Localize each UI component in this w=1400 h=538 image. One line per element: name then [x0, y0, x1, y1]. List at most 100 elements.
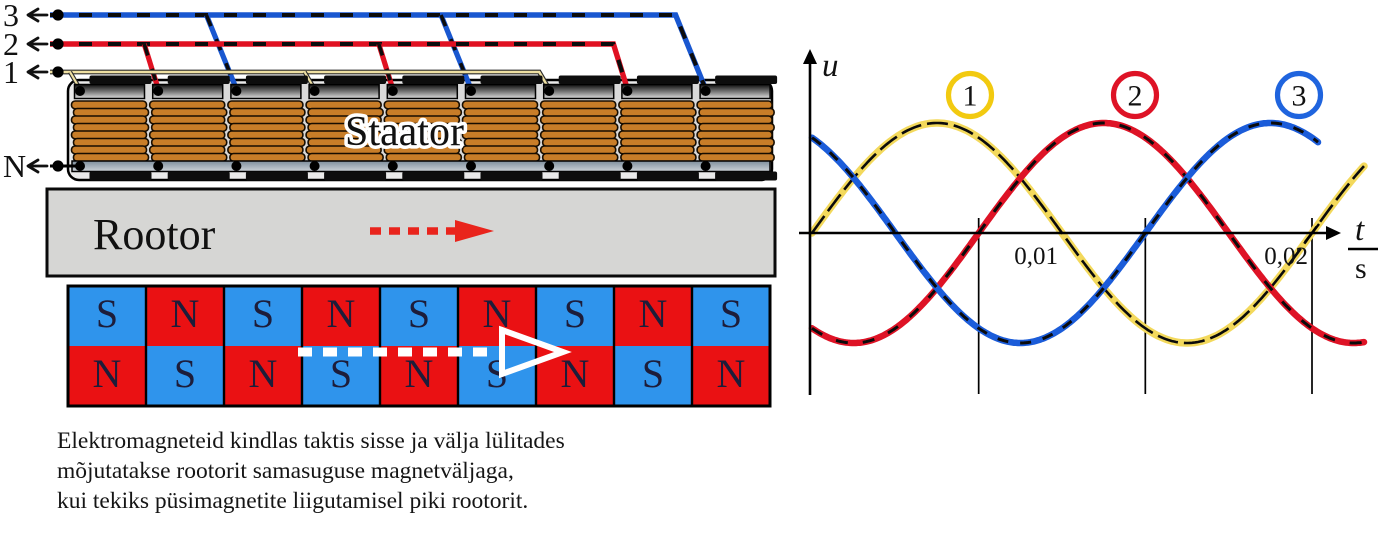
magnet-pole-letter: N	[327, 291, 356, 336]
coil-winding-bar	[463, 152, 541, 163]
field-motion-arrow	[298, 325, 572, 379]
coil-winding-bar	[461, 115, 539, 125]
x-tick-label: 0,02	[1264, 243, 1308, 270]
coil-neutral-dot	[309, 161, 320, 171]
phase-label-1: 1	[3, 54, 19, 90]
phase-bus	[50, 70, 551, 90]
stator-top-cap	[636, 75, 699, 84]
magnet-cell	[380, 286, 458, 346]
stator-coils	[70, 75, 778, 181]
coil-terminal-dot	[75, 86, 85, 96]
coil-terminal-dot	[622, 86, 633, 96]
phase-badge-ring	[1110, 70, 1160, 120]
magnet-cell	[146, 346, 224, 406]
coil-winding-bar	[227, 130, 304, 140]
x-axis-unit-fraction: t s	[1348, 212, 1378, 285]
coil-winding-bar	[461, 145, 539, 155]
coil-top-bar	[621, 83, 693, 100]
coil-winding-bar	[461, 100, 539, 110]
coil-winding-bar	[150, 152, 228, 163]
coil-winding-bar	[696, 100, 773, 110]
coil-winding-bar	[229, 107, 306, 118]
coil-top-bar	[464, 83, 537, 100]
magnet-cell	[302, 286, 380, 346]
coil-winding-bar	[541, 122, 619, 133]
coil-winding-bar	[698, 137, 775, 148]
coil-winding-bar	[72, 137, 150, 148]
phase-label-3: 3	[3, 0, 19, 33]
magnet-pole-letter: N	[639, 291, 668, 336]
coil-winding-bar	[383, 100, 461, 110]
coil-winding-bar	[461, 130, 539, 140]
stator-top-cap	[167, 75, 230, 84]
coil-winding-bar	[539, 130, 617, 140]
coil-winding-bar	[150, 122, 228, 133]
arrowhead-icon	[455, 220, 494, 242]
phase-drop	[438, 14, 474, 90]
coil-terminal-dot	[309, 86, 320, 96]
coil-neutral-dot	[544, 161, 555, 171]
coil-winding-bar	[227, 100, 304, 110]
coil-neutral-dot	[700, 161, 711, 171]
magnet-pole-letter: S	[720, 291, 742, 336]
stator-top-cap	[89, 75, 152, 84]
caption-line-3: kui tekiks püsimagnetite liigutamisel pi…	[57, 488, 529, 514]
magnet-pole-letter: S	[408, 291, 430, 336]
stator-top-cap	[558, 75, 621, 84]
magnet-cell	[224, 286, 302, 346]
coil-winding-bar	[698, 107, 775, 118]
magnet-pole-letter: N	[717, 351, 746, 396]
magnet-cell	[68, 286, 146, 346]
coil-winding-bar	[148, 145, 226, 155]
coil-winding-bar	[72, 122, 150, 133]
left-arrow-icon	[26, 36, 49, 52]
terminal-dot	[52, 9, 64, 21]
magnet-pole-letter: S	[174, 351, 196, 396]
stator-top-cap	[324, 75, 387, 84]
magnet-cell	[458, 346, 536, 406]
stator-top-cap	[245, 75, 308, 84]
coil-neutral-dot	[466, 161, 476, 171]
coil-winding-bar	[148, 130, 226, 140]
phase-badge-number: 1	[963, 80, 978, 113]
coil-top-bar	[542, 83, 615, 100]
coil-winding-bar	[541, 107, 619, 118]
magnet-pole-letter: N	[93, 351, 122, 396]
coil-winding-bar	[70, 145, 148, 155]
coil-top-bar	[386, 83, 459, 100]
y-axis-arrowhead	[803, 49, 817, 64]
coil-winding-bar	[620, 107, 697, 118]
magnet-pole-letter: S	[642, 351, 664, 396]
magnet-pole-letter: S	[564, 291, 586, 336]
neutral-label: N	[3, 148, 26, 184]
chart-gridlines	[977, 218, 1313, 394]
neutral-rail	[71, 160, 771, 173]
magnet-cell	[146, 286, 224, 346]
coil-winding-bar	[618, 115, 695, 125]
coil-winding-bar	[227, 145, 304, 155]
coil-winding-bar	[72, 107, 150, 118]
stator-bottom-cap	[89, 171, 152, 181]
caption-text: Elektromagneteid kindlas taktis sisse ja…	[57, 426, 717, 516]
coil-winding-bar	[229, 152, 306, 163]
coil-terminal-dot	[387, 86, 398, 96]
coil-winding-bar	[229, 137, 306, 148]
coil-terminal-dot	[700, 86, 711, 96]
rotor-label: Rootor	[93, 210, 216, 259]
coil-winding-bar	[696, 115, 773, 125]
coil-winding-bar	[620, 137, 697, 148]
coil-winding-bar	[229, 122, 306, 133]
x-axis-label-denominator: s	[1355, 252, 1367, 285]
coil-winding-bar	[698, 122, 775, 133]
caption-line-1: Elektromagneteid kindlas taktis sisse ja…	[57, 428, 565, 454]
caption-line-2: mõjutatakse rootorit samasuguse magnetvä…	[57, 458, 514, 484]
x-axis-arrowhead	[1326, 226, 1341, 240]
x-axis-label-numerator: t	[1355, 212, 1365, 248]
arrowhead-outline-icon	[499, 325, 572, 379]
phase-badge-number: 3	[1292, 80, 1307, 113]
magnet-pole-letter: S	[252, 291, 274, 336]
phase-terminal-2: 2	[3, 26, 64, 62]
